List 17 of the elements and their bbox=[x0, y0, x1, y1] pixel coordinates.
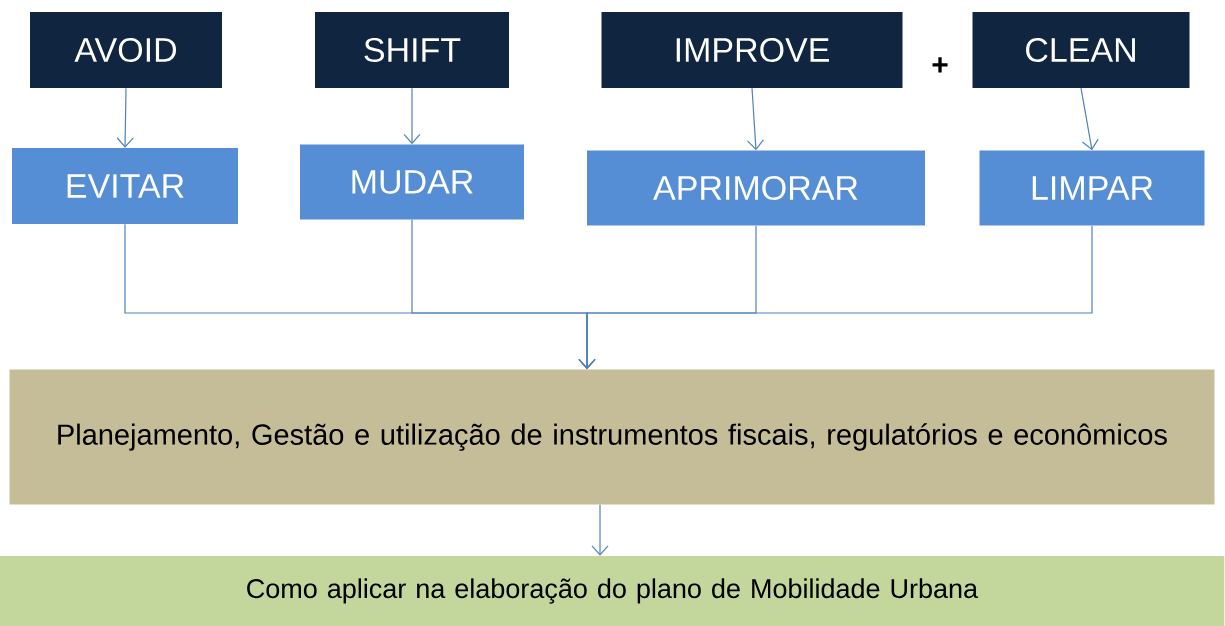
term-box: IMPROVE bbox=[601, 12, 903, 88]
arrow bbox=[746, 87, 764, 151]
term-box: AVOID bbox=[30, 12, 222, 88]
arrow bbox=[578, 225, 1093, 370]
translation-box: MUDAR bbox=[300, 144, 524, 220]
translation-box: EVITAR bbox=[12, 148, 238, 224]
question-box: Como aplicar na elaboração do plano de Mobilidade Urbana bbox=[0, 556, 1225, 626]
arrow bbox=[1080, 87, 1099, 151]
planning-box: Planejamento, Gestão e utilização de instrumentos fiscais, regulatórios e econômicos bbox=[9, 369, 1215, 505]
translation-box: LIMPAR bbox=[979, 150, 1205, 226]
arrow bbox=[403, 87, 421, 145]
translation-box: APRIMORAR bbox=[587, 150, 925, 226]
term-box: CLEAN bbox=[972, 12, 1190, 88]
plus-sign: + bbox=[932, 57, 948, 73]
arrow bbox=[116, 87, 134, 148]
term-box: SHIFT bbox=[315, 12, 509, 88]
arrow bbox=[591, 504, 609, 556]
